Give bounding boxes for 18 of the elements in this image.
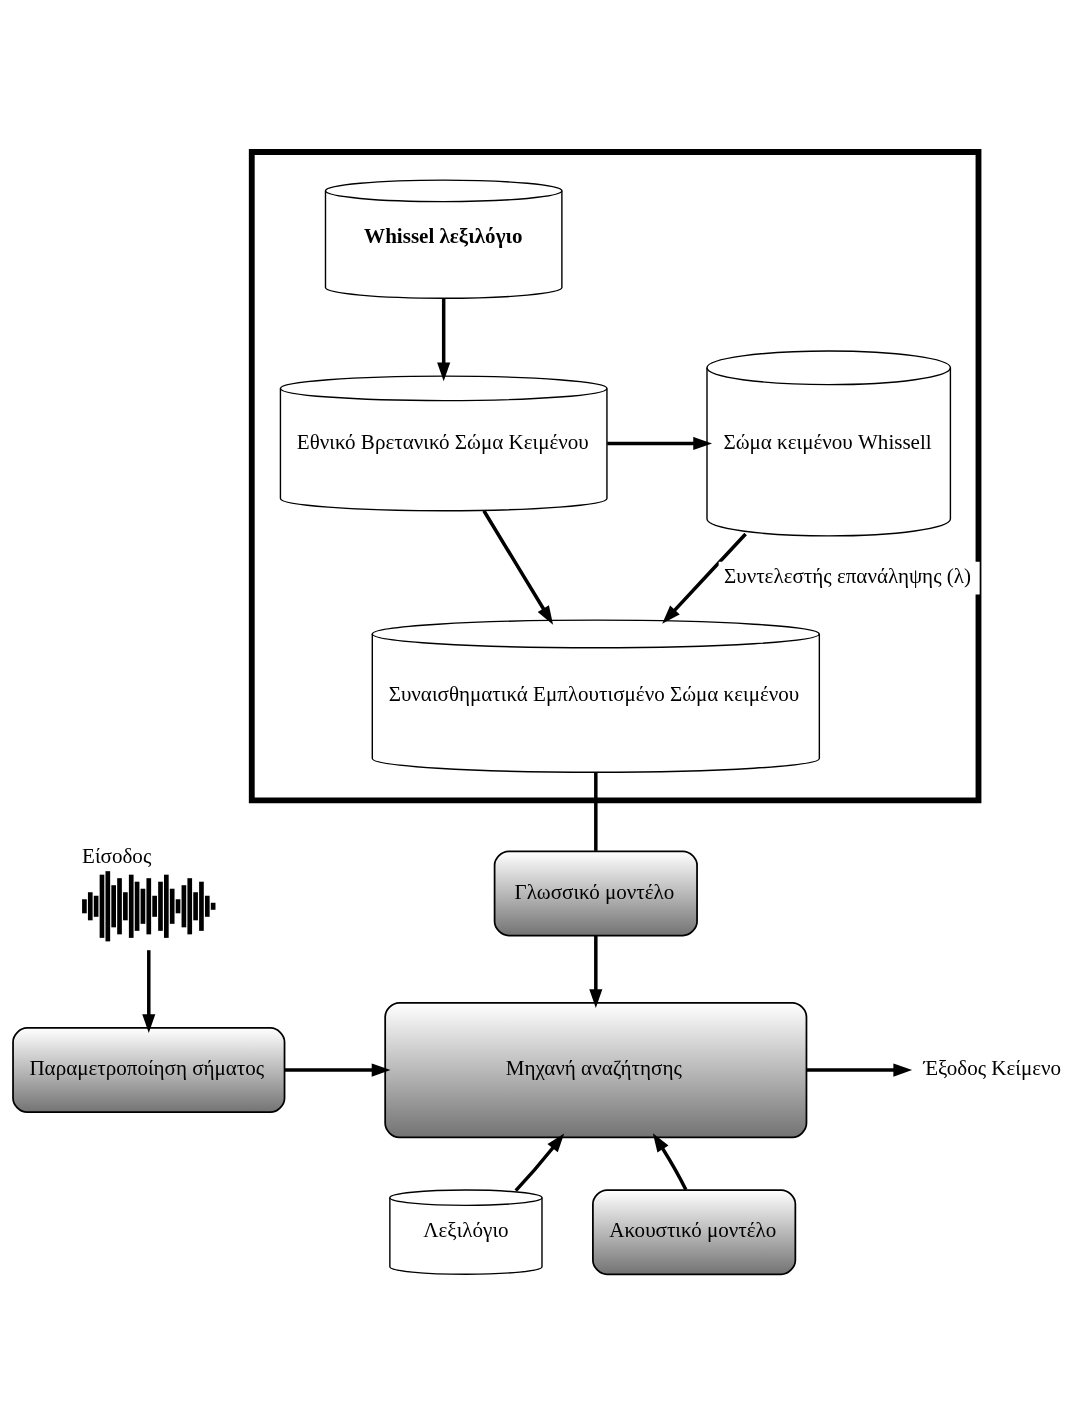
node-box: Ακουστικό μοντέλο — [592, 1188, 797, 1275]
arrow — [589, 935, 603, 1008]
node-box: Μηχανή αναζήτησης — [384, 1001, 808, 1138]
arrow — [662, 532, 747, 624]
arrow — [652, 1132, 688, 1191]
node-label: Είσοδος — [82, 843, 152, 868]
node-box: Γλωσσικό μοντέλο — [493, 849, 698, 936]
arrow — [284, 1063, 391, 1077]
arrow — [607, 436, 713, 450]
arrow — [514, 1132, 565, 1192]
connector — [594, 772, 598, 851]
node-box: Παραμετροποίηση σήματος — [12, 1026, 286, 1113]
arrow — [806, 1063, 913, 1077]
edge-label: Συντελεστής επανάληψης (λ) — [723, 563, 971, 588]
node-text: Έξοδος Κείμενο — [923, 1055, 1062, 1080]
arrow — [482, 509, 554, 625]
arrow — [142, 949, 156, 1033]
arrow — [437, 298, 451, 381]
